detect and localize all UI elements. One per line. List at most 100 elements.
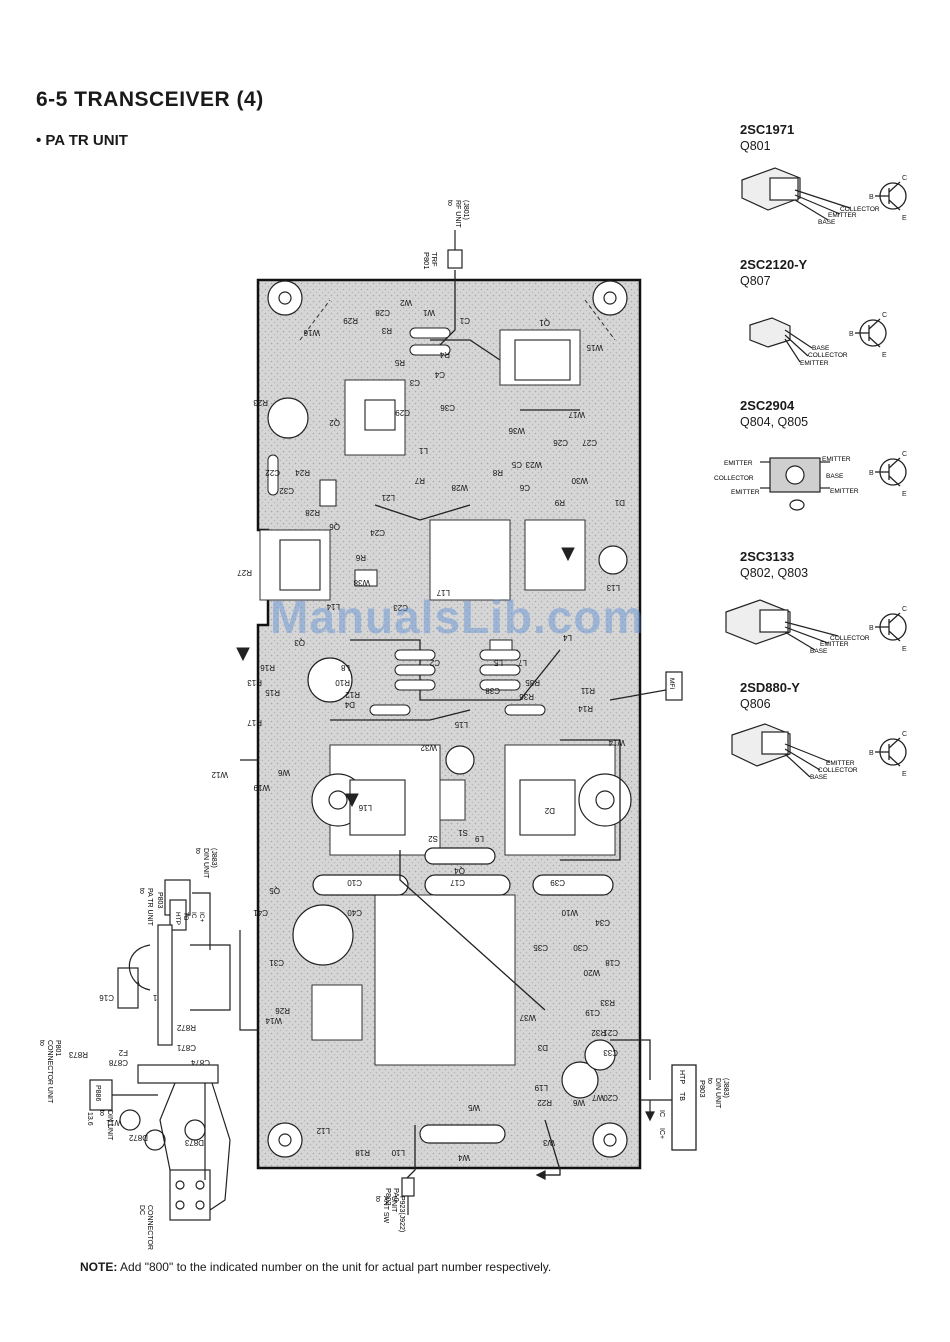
arrow-icon bbox=[535, 1100, 655, 1180]
board-component-label: C871 bbox=[176, 1043, 196, 1052]
board-component-label: R33 bbox=[600, 998, 615, 1007]
svg-text:B: B bbox=[849, 331, 854, 338]
connector-label: P802 bbox=[384, 1188, 393, 1206]
connector-label: to bbox=[98, 1110, 105, 1116]
connector-label: to bbox=[374, 1196, 381, 1202]
board-component-label: R6 bbox=[355, 553, 366, 562]
connector-label: to bbox=[38, 1040, 45, 1046]
board-component-label: C34 bbox=[595, 918, 610, 927]
connector-label: DC bbox=[138, 1205, 145, 1215]
connector-label: P803 bbox=[698, 1080, 707, 1098]
board-component-label: R873 bbox=[68, 1050, 88, 1059]
board-component-label: L10 bbox=[391, 1148, 405, 1157]
transistor-ref: Q806 bbox=[740, 697, 771, 711]
package-2sd880 bbox=[731, 723, 831, 778]
connector-label: CONNECTOR UNIT bbox=[46, 1040, 53, 1104]
footnote: NOTE: Add "800" to the indicated number … bbox=[80, 1260, 551, 1274]
board-component-label: C17 bbox=[450, 878, 465, 887]
board-component-label: C18 bbox=[605, 958, 620, 967]
connector-label: RF UNIT bbox=[454, 200, 461, 228]
connector-label: P803 bbox=[156, 892, 163, 908]
svg-text:B: B bbox=[869, 194, 874, 201]
transistor-2sd880: 2SD880-Y Q806 bbox=[740, 680, 940, 711]
board-component-label: W3 bbox=[542, 1138, 555, 1147]
connector-label: 13.6 bbox=[86, 1112, 93, 1126]
board-component-label: F2 bbox=[118, 1048, 128, 1057]
board-component-label: C23 bbox=[393, 603, 408, 612]
pin-label: COLLECTOR bbox=[808, 352, 848, 359]
board-component-label: C41 bbox=[253, 908, 268, 917]
pin-label: COLLECTOR bbox=[714, 475, 754, 482]
board-component-label: W10 bbox=[561, 908, 578, 917]
board-component-label: R14 bbox=[578, 704, 593, 713]
package-2sc2904 bbox=[760, 457, 830, 511]
board-component-label: W5 bbox=[467, 1103, 480, 1112]
pin-label: BASE bbox=[826, 473, 844, 480]
board-component-label: R29 bbox=[343, 316, 358, 325]
connector-label: MFI bbox=[668, 678, 675, 689]
board-component-label: R872 bbox=[176, 1023, 196, 1032]
connector-label: HTP bbox=[174, 912, 181, 925]
connector-label: UNIT bbox=[390, 1196, 397, 1213]
board-component-label: R3 bbox=[381, 326, 392, 335]
board-component-label: W2 bbox=[399, 298, 412, 307]
svg-text:C: C bbox=[902, 731, 907, 738]
svg-text:E: E bbox=[902, 491, 907, 498]
board-component-label: C19 bbox=[585, 1008, 600, 1017]
board-component-label: L21 bbox=[381, 493, 395, 502]
board-component-label: W15 bbox=[586, 343, 603, 352]
connector-label: (J883) bbox=[210, 848, 217, 868]
board-component-label: L9 bbox=[475, 834, 484, 843]
board-component-label: L17 bbox=[436, 588, 450, 597]
board-component-label: L13 bbox=[606, 583, 620, 592]
board-component-label: C21 bbox=[603, 1028, 618, 1037]
svg-text:C: C bbox=[902, 606, 907, 613]
board-component-label: R35 bbox=[525, 678, 540, 687]
transistor-2sc3133: 2SC3133 Q802, Q803 bbox=[740, 549, 940, 580]
board-component-label: L16 bbox=[358, 803, 372, 812]
svg-text:B: B bbox=[869, 750, 874, 757]
pin-label: COLLECTOR bbox=[840, 206, 880, 213]
board-component-label: C20 bbox=[603, 1093, 618, 1102]
board-component-label: C31 bbox=[269, 958, 284, 967]
board-component-label: R7 bbox=[414, 476, 425, 485]
transistor-type: 2SC2120-Y bbox=[740, 257, 808, 272]
transistor-ref: Q807 bbox=[740, 274, 771, 288]
transistor-type: 2SC1971 bbox=[740, 122, 795, 137]
board-component-label: C28 bbox=[375, 308, 390, 317]
board-component-label: Q5 bbox=[269, 886, 280, 895]
board-component-label: L5 bbox=[494, 658, 503, 667]
board-component-label: W4 bbox=[457, 1153, 470, 1162]
board-component-label: C3 bbox=[409, 378, 420, 387]
connector-label: ANT SW bbox=[382, 1196, 389, 1223]
board-component-label: W16 bbox=[303, 328, 320, 337]
board-component-label: C27 bbox=[582, 438, 597, 447]
board-component-label: R15 bbox=[265, 688, 280, 697]
board-component-label: L12 bbox=[316, 1126, 330, 1135]
connector-label: PA TR UNIT bbox=[146, 888, 153, 927]
connector-label: P801 bbox=[54, 1040, 61, 1056]
board-component-label: W28 bbox=[451, 483, 468, 492]
board-component-label: W17 bbox=[568, 410, 585, 419]
svg-text:E: E bbox=[882, 352, 887, 359]
board-component-label: R36 bbox=[519, 692, 534, 701]
board-component-label: C40 bbox=[347, 908, 362, 917]
pin-label: COLLECTOR bbox=[830, 635, 870, 642]
note-text: Add "800" to the indicated number on the… bbox=[120, 1260, 552, 1274]
pin-label: EMITTER bbox=[828, 212, 857, 219]
connector-label: IC bbox=[190, 912, 197, 919]
board-component-label: C33 bbox=[603, 1048, 618, 1057]
connector-label: (J801) bbox=[462, 200, 469, 220]
p801-connector bbox=[447, 230, 463, 269]
board-component-label: D3 bbox=[537, 1043, 548, 1052]
connector-label: to bbox=[138, 888, 145, 894]
board-component-label: W30 bbox=[571, 476, 588, 485]
npn-symbol-icon: C B E bbox=[869, 606, 907, 653]
left-wiring bbox=[89, 759, 258, 1221]
connector-label: HTP bbox=[678, 1070, 685, 1084]
transistor-ref: Q804, Q805 bbox=[740, 415, 809, 429]
board-component-label: W20 bbox=[583, 968, 600, 977]
connector-label: TRF bbox=[430, 252, 439, 267]
pin-label: EMITTER bbox=[822, 456, 851, 463]
